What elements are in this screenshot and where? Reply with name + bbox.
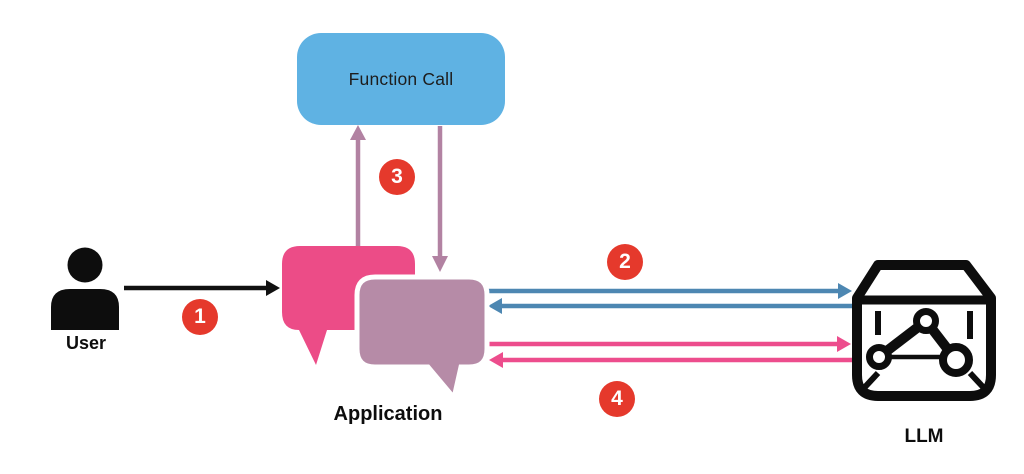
arrow-function-call-to-application — [432, 126, 448, 272]
arrow-application-to-llm-request — [487, 283, 852, 299]
arrowhead-left-icon — [488, 298, 502, 314]
step-badge-3: 3 — [379, 159, 415, 195]
graph-node — [866, 344, 892, 370]
step-badge-4: 4 — [599, 381, 635, 417]
user-label: User — [65, 333, 107, 353]
arrowhead-left-icon — [489, 352, 503, 368]
graph-node — [939, 343, 973, 377]
llm-box-outline — [852, 260, 996, 401]
person-head — [67, 247, 103, 283]
step-badge-2: 2 — [607, 244, 643, 280]
arrow-user-to-application — [124, 280, 280, 296]
person-icon — [51, 247, 119, 330]
llm-box-inner-edge — [862, 370, 881, 390]
chat-bubble-front — [354, 274, 490, 404]
arrowhead-down-icon — [432, 256, 448, 272]
arrowhead-right-icon — [837, 336, 851, 352]
arrow-application-to-function-call — [350, 125, 366, 248]
arrowhead-up-icon — [350, 125, 366, 140]
arrow-application-to-llm-followup — [488, 336, 851, 352]
graph-node — [913, 308, 939, 334]
llm-box-inner-edge — [967, 370, 986, 390]
llm-graph-box-icon — [852, 260, 996, 401]
person-body — [51, 289, 119, 330]
step-badge-1: 1 — [182, 299, 218, 335]
chat-bubbles-icon — [282, 246, 490, 404]
arrow-llm-to-application-final — [489, 352, 852, 368]
application-label: Application — [333, 403, 443, 425]
arrow-llm-to-application-response — [488, 298, 852, 314]
function-call-label: Function Call — [348, 68, 454, 89]
llm-label: LLM — [904, 426, 944, 447]
arrowhead-right-icon — [838, 283, 852, 299]
arrowhead-right-icon — [266, 280, 280, 296]
function-call-node: Function Call — [297, 33, 505, 125]
